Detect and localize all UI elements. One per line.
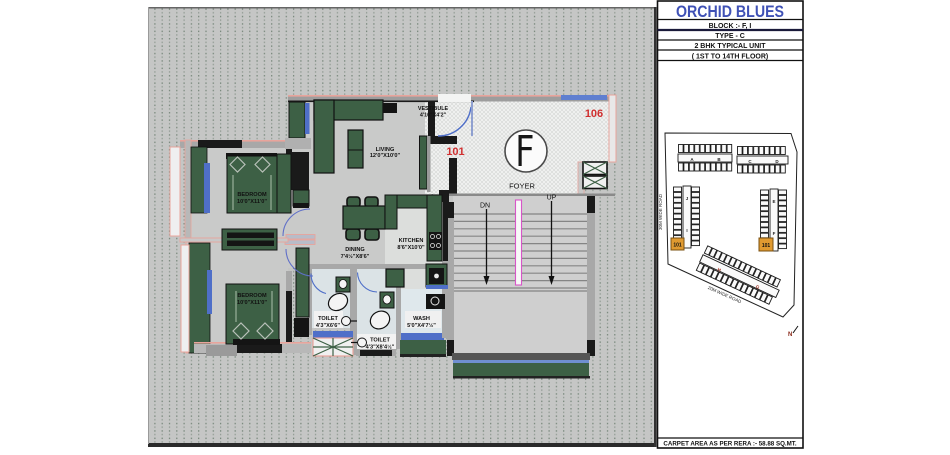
svg-text:101: 101 [673,243,682,249]
svg-text:FOYER: FOYER [509,182,535,191]
svg-text:12'0"X10'0": 12'0"X10'0" [370,153,401,159]
svg-text:KITCHEN: KITCHEN [399,238,424,244]
svg-text:10'0"X11'0": 10'0"X11'0" [237,199,267,205]
svg-text:I: I [686,228,687,233]
svg-text:BEDROOM: BEDROOM [237,192,267,198]
svg-text:4'3"X6'6": 4'3"X6'6" [316,323,340,329]
svg-text:UP: UP [547,195,557,202]
svg-text:VESTIBULE: VESTIBULE [418,106,449,112]
svg-text:101: 101 [446,146,464,158]
svg-text:A: A [690,157,694,162]
svg-text:BEDROOM: BEDROOM [237,293,267,299]
svg-text:101: 101 [762,243,771,249]
svg-text:BLOCK :- F, I: BLOCK :- F, I [709,23,752,30]
svg-text:5'0"X4'7½": 5'0"X4'7½" [407,322,436,329]
svg-text:4'3"X8'4½": 4'3"X8'4½" [366,344,395,351]
svg-text:( 1ST TO 14TH FLOOR): ( 1ST TO 14TH FLOOR) [692,54,769,61]
svg-text:TOILET: TOILET [370,338,390,344]
svg-text:106: 106 [585,108,603,120]
svg-text:2 BHK TYPICAL UNIT: 2 BHK TYPICAL UNIT [694,43,766,50]
svg-text:J: J [686,196,689,201]
svg-text:E: E [772,199,775,204]
svg-text:N: N [788,332,792,338]
svg-text:DN: DN [480,203,490,210]
svg-text:30M WIDE ROAD: 30M WIDE ROAD [658,193,663,230]
svg-text:TOILET: TOILET [318,316,338,322]
svg-text:8'6"X10'0": 8'6"X10'0" [397,245,425,251]
svg-text:G: G [755,284,761,290]
svg-text:TYPE - C: TYPE - C [715,33,745,40]
svg-text:B: B [717,157,721,162]
svg-text:7'4½"X8'6": 7'4½"X8'6" [341,253,370,260]
svg-text:CARPET AREA AS PER RERA :- 58.: CARPET AREA AS PER RERA :- 58.88 SQ.MT. [663,441,796,448]
svg-text:D: D [775,159,779,164]
svg-text:WASH: WASH [413,316,430,322]
svg-text:H: H [717,267,722,273]
svg-text:ORCHID BLUES: ORCHID BLUES [676,3,784,21]
svg-text:DINING: DINING [345,247,365,253]
svg-text:4'10"X4'2": 4'10"X4'2" [420,113,447,119]
svg-text:C: C [748,159,752,164]
svg-text:10'0"X11'0": 10'0"X11'0" [237,300,267,306]
svg-text:F: F [773,231,776,236]
svg-text:LIVING: LIVING [376,147,395,153]
